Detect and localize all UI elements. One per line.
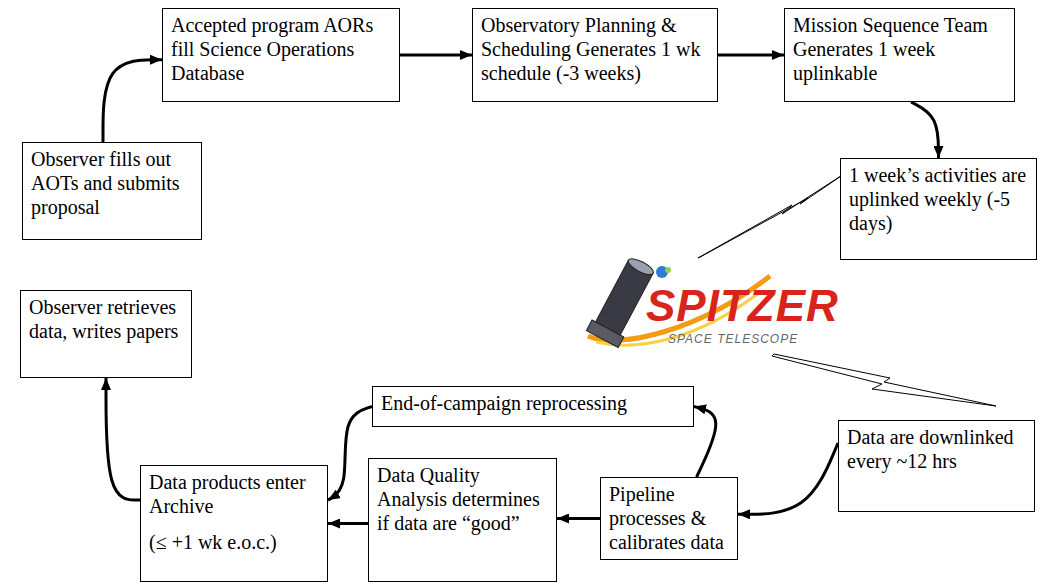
box-text: Observer retrieves data, writes papers [29, 295, 183, 343]
downlink-lightning [772, 354, 996, 406]
flow-arrow [106, 378, 140, 500]
uplink-lightning [698, 170, 850, 258]
box-text: End-of-campaign reprocessing [381, 391, 685, 415]
process-box: Data are downlinked every ~12 hrs [838, 420, 1035, 512]
box-text: Observer fills out AOTs and submits prop… [31, 147, 193, 219]
process-box: 1 week’s activities are uplinked weekly … [840, 158, 1037, 260]
process-box: Data Quality Analysis determines if data… [368, 458, 557, 582]
box-text: Mission Sequence Team Generates 1 week u… [793, 13, 1006, 85]
process-box: Observer fills out AOTs and submits prop… [22, 142, 202, 240]
box-text: Accepted program AORs fill Science Opera… [171, 13, 391, 85]
flow-arrow [328, 522, 368, 525]
box-text: Data are downlinked every ~12 hrs [847, 425, 1026, 473]
process-box: Observer retrieves data, writes papers [20, 290, 192, 378]
process-box: End-of-campaign reprocessing [372, 386, 694, 427]
box-text: (≤ +1 wk e.o.c.) [149, 530, 319, 554]
flow-arrow [103, 60, 162, 142]
box-text: 1 week’s activities are uplinked weekly … [849, 163, 1028, 235]
process-box: Accepted program AORs fill Science Opera… [162, 8, 400, 102]
process-box: Observatory Planning & Scheduling Genera… [472, 8, 718, 102]
flow-arrow [557, 517, 600, 520]
flow-arrow [694, 407, 716, 478]
box-text: Pipeline processes & calibrates data [609, 482, 729, 554]
flow-arrow [328, 407, 372, 501]
flow-arrow [718, 54, 784, 57]
process-box: Pipeline processes & calibrates data [600, 477, 738, 560]
flow-arrow [911, 102, 938, 158]
process-box: Mission Sequence Team Generates 1 week u… [784, 8, 1015, 102]
flow-arrow [738, 443, 838, 514]
box-text: Observatory Planning & Scheduling Genera… [481, 13, 709, 85]
logo-text: SPACE TELESCOPE [668, 333, 798, 345]
process-box: Data products enter Archive (≤ +1 wk e.o.… [140, 465, 328, 582]
box-text: Data Quality Analysis determines if data… [377, 463, 548, 535]
box-text: Data products enter Archive [149, 470, 319, 518]
flow-arrow [400, 54, 472, 57]
logo-text: SPITZER [646, 284, 839, 328]
